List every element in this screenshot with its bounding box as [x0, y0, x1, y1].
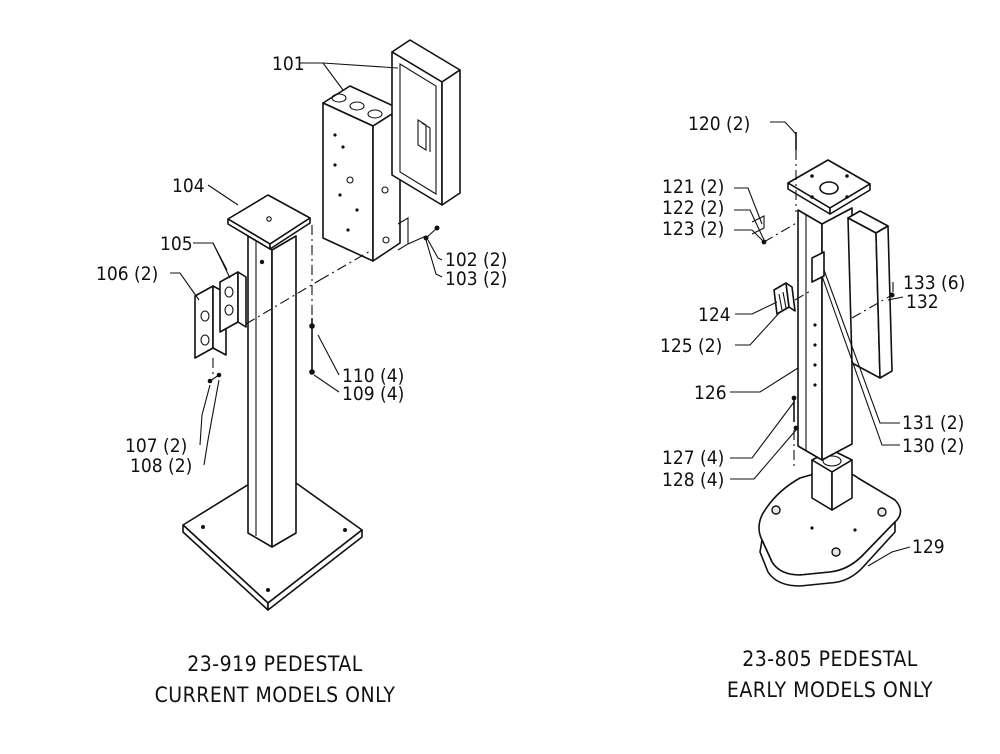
right-receptacle-plate-124 [773, 282, 813, 315]
label-129: 129 [912, 536, 945, 558]
left-bolts-109-110 [309, 318, 315, 375]
right-bolts-127-128 [791, 395, 799, 466]
label-122: 122 (2) [662, 197, 724, 219]
label-128: 128 (4) [662, 469, 724, 491]
label-121: 121 (2) [662, 176, 724, 198]
right-side-panel-132 [847, 210, 893, 379]
right-column-126 [797, 207, 853, 461]
right-top-plate [787, 159, 871, 215]
label-123: 123 (2) [662, 218, 724, 240]
label-102: 102 (2) [445, 249, 507, 271]
left-caption-line-2: CURRENT MODELS ONLY [155, 683, 396, 707]
left-gasket-plate [397, 217, 427, 251]
label-101: 101 [272, 53, 305, 75]
label-131: 131 (2) [902, 412, 964, 434]
left-receptacle-bracket-105 [194, 271, 247, 359]
left-pedestal-assembly: 101 104 105 106 (2) 102 (2) 103 (2) 110 … [96, 39, 507, 707]
label-133: 133 (6) [903, 272, 965, 294]
left-screws-107-108 [207, 372, 222, 384]
label-104: 104 [172, 175, 205, 197]
label-103: 103 (2) [445, 268, 507, 290]
left-box-cover-101 [391, 39, 461, 206]
label-105: 105 [160, 233, 193, 255]
left-junction-box-101 [322, 85, 401, 262]
right-base-socket [811, 449, 853, 511]
label-120: 120 (2) [688, 113, 750, 135]
right-pedestal-assembly: 120 (2) 121 (2) 122 (2) 123 (2) 124 125 … [660, 113, 965, 702]
left-top-plate-104 [227, 194, 311, 250]
label-127: 127 (4) [662, 447, 724, 469]
label-130: 130 (2) [902, 435, 964, 457]
left-column-tube [247, 235, 297, 548]
label-132: 132 [906, 291, 939, 313]
label-107: 107 (2) [125, 435, 187, 457]
label-108: 108 (2) [130, 455, 192, 477]
right-base-129 [758, 468, 902, 587]
right-caption-line-2: EARLY MODELS ONLY [727, 678, 933, 702]
left-screws-102-103 [423, 225, 440, 241]
left-caption-line-1: 23-919 PEDESTAL [187, 652, 363, 676]
right-caption-line-1: 23-805 PEDESTAL [742, 647, 918, 671]
label-110: 110 (4) [342, 365, 404, 387]
label-125: 125 (2) [660, 335, 722, 357]
label-109: 109 (4) [342, 383, 404, 405]
label-124: 124 [698, 304, 731, 326]
label-126: 126 [694, 382, 727, 404]
label-106: 106 (2) [96, 263, 158, 285]
